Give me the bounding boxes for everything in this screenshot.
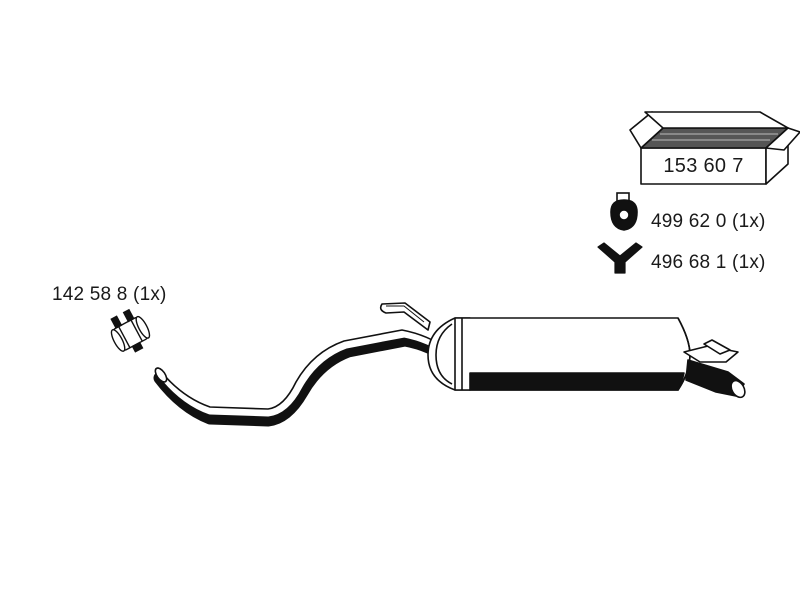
- bracket-label: 496 68 1 (1x): [651, 252, 766, 273]
- rubber-hanger-icon: [610, 192, 638, 231]
- rubber-mount-label: 499 62 0 (1x): [651, 211, 766, 232]
- pipe-hanger-bracket: [379, 302, 431, 331]
- pipe-clamp-icon: [110, 308, 151, 353]
- y-bracket-icon: [597, 242, 643, 274]
- clamp-label: 142 58 8 (1x): [52, 284, 167, 305]
- rear-muffler: [427, 317, 691, 391]
- box-part-number: 153 60 7: [663, 154, 744, 177]
- cardboard-box-icon: [629, 111, 800, 185]
- exhaust-pipe: [153, 329, 457, 427]
- tailpipe: [683, 339, 746, 399]
